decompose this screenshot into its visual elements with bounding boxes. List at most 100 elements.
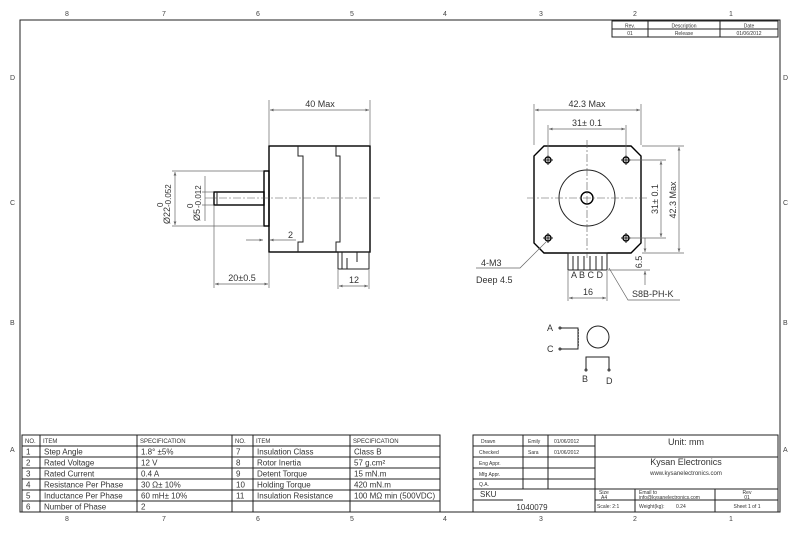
spec-cell: 10 <box>236 481 245 490</box>
spec-cell: 0.4 A <box>141 470 160 479</box>
spec-cell: Holding Torque <box>257 481 311 490</box>
svg-text:-0.052: -0.052 <box>164 184 173 207</box>
svg-text:01: 01 <box>744 495 750 501</box>
spec-cell: Class B <box>354 448 382 457</box>
spec-cell: 11 <box>236 492 245 501</box>
front-view: A B C D 42.3 Max 31± 0.1 31± 0.1 42.3 Ma… <box>476 99 684 301</box>
spec-header: ITEM <box>43 439 57 445</box>
spec-cell: Number of Phase <box>44 503 107 512</box>
svg-text:01/06/2012: 01/06/2012 <box>554 450 579 456</box>
svg-text:0: 0 <box>156 202 165 207</box>
spec-cell: Rated Voltage <box>44 459 95 468</box>
svg-text:C: C <box>547 344 554 354</box>
svg-text:-0.012: -0.012 <box>194 185 203 208</box>
svg-text:6: 6 <box>256 516 260 523</box>
svg-text:Weight(kg):: Weight(kg): <box>639 504 664 510</box>
svg-text:Scale: 2:1: Scale: 2:1 <box>597 504 619 510</box>
spec-header: SPECIFICATION <box>353 439 399 445</box>
svg-text:B: B <box>783 320 788 327</box>
svg-text:Emily: Emily <box>528 439 541 445</box>
svg-text:Deep 4.5: Deep 4.5 <box>476 275 513 285</box>
svg-text:4-M3: 4-M3 <box>481 258 502 268</box>
svg-text:42.3 Max: 42.3 Max <box>668 181 678 219</box>
svg-text:A: A <box>547 323 553 333</box>
svg-text:Mfg Appr.: Mfg Appr. <box>479 472 500 478</box>
spec-cell: Rotor Inertia <box>257 459 302 468</box>
spec-cell: Resistance Per Phase <box>44 481 124 490</box>
motor-face <box>533 145 642 254</box>
side-view: 40 Max Ø22 0 -0.052 Ø5 0 -0.012 2 20±0.5… <box>156 99 380 289</box>
svg-text:Eng Appr.: Eng Appr. <box>479 461 501 467</box>
svg-text:40 Max: 40 Max <box>305 99 335 109</box>
svg-text:Drawn: Drawn <box>481 439 496 445</box>
spec-cell: 2 <box>26 459 31 468</box>
svg-text:8: 8 <box>65 516 69 523</box>
spec-cell: Rated Current <box>44 470 95 479</box>
svg-text:42.3 Max: 42.3 Max <box>568 99 606 109</box>
spec-header: SPECIFICATION <box>140 439 186 445</box>
svg-text:Size: Size <box>599 490 609 496</box>
svg-text:C: C <box>10 200 15 207</box>
svg-text:2: 2 <box>633 11 637 18</box>
svg-text:01/06/2012: 01/06/2012 <box>736 31 761 37</box>
svg-text:0.24: 0.24 <box>676 504 686 510</box>
winding-schematic: A C B D <box>547 323 613 386</box>
svg-text:B: B <box>582 374 588 384</box>
svg-text:S8B-PH-K: S8B-PH-K <box>632 289 674 299</box>
revision-table: Rev. Description Date 01 Release 01/06/2… <box>611 20 779 38</box>
drawing-border <box>19 19 781 513</box>
svg-text:2: 2 <box>288 230 293 240</box>
spec-cell: 6 <box>26 503 31 512</box>
svg-text:Sara: Sara <box>528 450 539 456</box>
svg-text:2: 2 <box>633 516 637 523</box>
svg-text:1: 1 <box>729 11 733 18</box>
spec-cell: 2 <box>141 503 146 512</box>
spec-cell: 15 mN.m <box>354 470 387 479</box>
svg-text:B: B <box>10 320 15 327</box>
svg-text:A B C D: A B C D <box>571 270 604 280</box>
svg-text:31± 0.1: 31± 0.1 <box>572 118 602 128</box>
spec-cell: Insulation Resistance <box>257 492 334 501</box>
spec-cell: Insulation Class <box>257 448 313 457</box>
svg-text:8: 8 <box>65 11 69 18</box>
spec-cell: 57 g.cm² <box>354 459 385 468</box>
spec-cell: 5 <box>26 492 31 501</box>
svg-text:01/06/2012: 01/06/2012 <box>554 439 579 445</box>
svg-text:A4: A4 <box>601 495 607 501</box>
spec-header: NO. <box>25 439 36 445</box>
svg-text:Unit: mm: Unit: mm <box>668 437 704 447</box>
svg-text:20±0.5: 20±0.5 <box>228 273 255 283</box>
spec-cell: 7 <box>236 448 241 457</box>
svg-text:12: 12 <box>349 275 359 285</box>
svg-text:Description: Description <box>671 24 696 30</box>
svg-text:Ø5: Ø5 <box>192 209 202 221</box>
spec-cell: 1 <box>26 448 31 457</box>
svg-text:5: 5 <box>350 516 354 523</box>
spec-header: ITEM <box>256 439 270 445</box>
spec-cell: 100 MΩ min (500VDC) <box>354 492 435 501</box>
flange <box>263 170 270 227</box>
spec-cell: 12 V <box>141 459 158 468</box>
svg-text:Checked: Checked <box>479 450 499 456</box>
spec-cell: 420 mN.m <box>354 481 391 490</box>
svg-text:1: 1 <box>729 516 733 523</box>
spec-cell: 3 <box>26 470 31 479</box>
svg-text:Rev: Rev <box>743 490 752 496</box>
spec-cell: Detent Torque <box>257 470 308 479</box>
svg-text:31± 0.1: 31± 0.1 <box>650 184 660 214</box>
zone-markers-side: DC BA DC BA <box>10 75 788 454</box>
svg-text:Kysan Electronics: Kysan Electronics <box>650 457 722 467</box>
svg-text:3: 3 <box>539 11 543 18</box>
svg-text:Release: Release <box>675 31 694 37</box>
svg-text:D: D <box>10 75 15 82</box>
svg-text:4: 4 <box>443 516 447 523</box>
svg-text:6.5: 6.5 <box>634 256 644 269</box>
svg-text:C: C <box>783 200 788 207</box>
svg-text:3: 3 <box>539 516 543 523</box>
svg-text:Ø22: Ø22 <box>162 207 172 224</box>
svg-text:Rev.: Rev. <box>625 24 635 30</box>
svg-text:Sheet 1 of 1: Sheet 1 of 1 <box>734 504 761 510</box>
